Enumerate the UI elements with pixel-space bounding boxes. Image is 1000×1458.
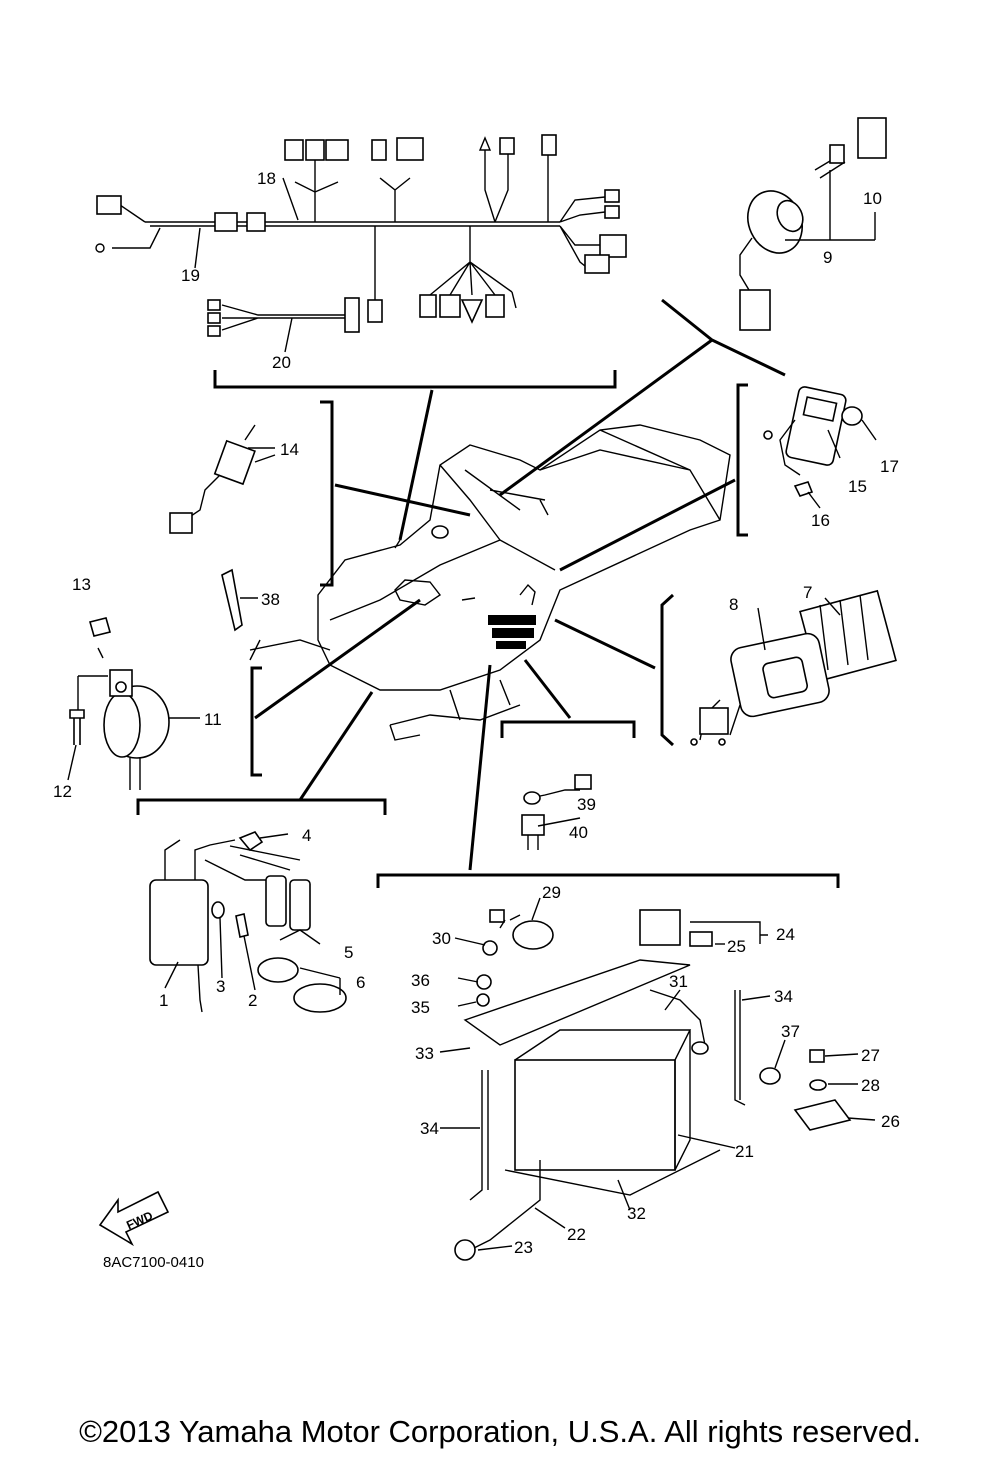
callout-15: 15 xyxy=(848,477,867,496)
callout-5: 5 xyxy=(344,943,353,962)
cable-tie-38 xyxy=(221,568,243,632)
main-switch xyxy=(739,117,887,331)
callout-33: 33 xyxy=(415,1044,434,1063)
callout-11: 11 xyxy=(204,710,222,729)
part-code: 8AC7100-0410 xyxy=(103,1254,204,1271)
cdi-unit-7-8 xyxy=(690,589,897,746)
callout-18: 18 xyxy=(257,169,276,188)
callout-22: 22 xyxy=(567,1225,586,1244)
callout-25: 25 xyxy=(727,937,746,956)
regulator-15 xyxy=(763,386,863,497)
ignition-coil xyxy=(149,831,347,1013)
wire-harness-group xyxy=(95,134,627,389)
callout-17: 17 xyxy=(880,457,899,476)
callout-37: 37 xyxy=(781,1022,800,1041)
bracket-9 xyxy=(661,298,786,377)
switch-14 xyxy=(169,424,276,534)
callout-3: 3 xyxy=(216,977,225,996)
callout-27: 27 xyxy=(861,1046,880,1065)
sensor-39-40 xyxy=(521,774,592,850)
callout-6: 6 xyxy=(356,973,365,992)
callout-38: 38 xyxy=(261,590,280,609)
callout-7: 7 xyxy=(803,583,812,602)
leader-lines xyxy=(254,338,736,871)
callout-12: 12 xyxy=(53,782,72,801)
bracket-11 xyxy=(250,666,262,777)
callout-13: 13 xyxy=(72,575,91,594)
callout-19: 19 xyxy=(181,266,200,285)
callout-4: 4 xyxy=(302,826,311,845)
callout-10: 10 xyxy=(863,189,882,208)
callout-30: 30 xyxy=(432,929,451,948)
callout-29: 29 xyxy=(542,883,561,902)
callout-8: 8 xyxy=(729,595,738,614)
bracket-39 xyxy=(500,720,636,738)
callout-39: 39 xyxy=(577,795,596,814)
callout-23: 23 xyxy=(514,1238,533,1257)
callout-21: 21 xyxy=(735,1142,754,1161)
copyright-notice: ©2013 Yamaha Motor Corporation, U.S.A. A… xyxy=(79,1414,921,1449)
fwd-arrow-icon: FWD xyxy=(98,1190,170,1247)
callout-34: 34 xyxy=(774,987,793,1006)
callout-26: 26 xyxy=(881,1112,900,1131)
callout-28: 28 xyxy=(861,1076,880,1095)
callout-35: 35 xyxy=(411,998,430,1017)
callout-31: 31 xyxy=(669,972,688,991)
callout-9: 9 xyxy=(823,248,832,267)
callout-36: 36 xyxy=(411,971,430,990)
battery-group xyxy=(454,909,852,1261)
bracket-7 xyxy=(660,593,675,747)
horn-11 xyxy=(69,617,170,790)
callout-2: 2 xyxy=(248,991,257,1010)
callout-14: 14 xyxy=(280,440,299,459)
callout-20: 20 xyxy=(272,353,291,372)
snowmobile-body xyxy=(249,424,731,741)
callout-40: 40 xyxy=(569,823,588,842)
callout-labels: 1 2 3 4 5 6 7 8 9 10 11 12 13 14 15 16 1… xyxy=(53,169,900,1257)
bracket-coil xyxy=(136,798,387,815)
callout-34-b: 34 xyxy=(420,1119,439,1138)
callout-16: 16 xyxy=(811,511,830,530)
bracket-14 xyxy=(320,400,334,587)
callout-24: 24 xyxy=(776,925,795,944)
callout-leaders xyxy=(67,177,877,1251)
bracket-15 xyxy=(736,383,748,537)
callout-32: 32 xyxy=(627,1204,646,1223)
bracket-battery xyxy=(376,873,840,888)
callout-1: 1 xyxy=(159,991,168,1010)
